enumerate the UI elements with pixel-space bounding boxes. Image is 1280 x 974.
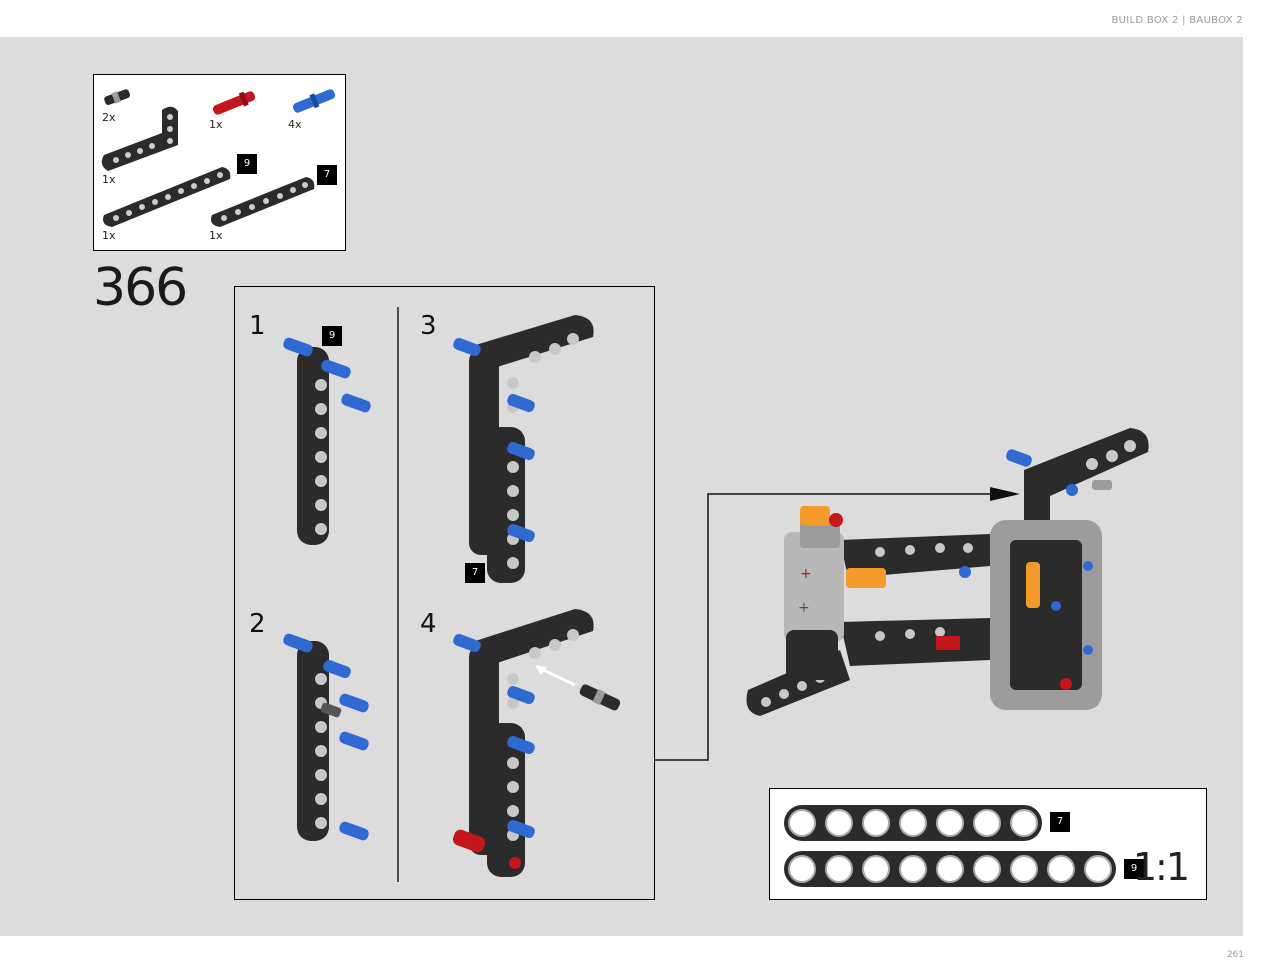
part-qty: 4x xyxy=(288,118,302,131)
beam-9-part xyxy=(103,167,231,227)
scale-beam-9 xyxy=(784,851,1116,887)
substep-3-assembly xyxy=(453,315,594,583)
svg-text:+: + xyxy=(800,566,812,582)
part-qty: 1x xyxy=(209,118,223,131)
page-number: 261 xyxy=(1226,950,1244,960)
substep-illustrations xyxy=(283,307,621,882)
scale-beams xyxy=(784,805,1116,887)
substep-panel: 1 9 2 3 7 4 xyxy=(234,286,655,900)
length-tag: 7 xyxy=(1050,812,1070,832)
part-qty: 1x xyxy=(102,229,116,242)
length-tag: 9 xyxy=(1124,859,1144,879)
scale-reference-panel: 7 9 1:1 xyxy=(769,788,1207,900)
blue-pin-part xyxy=(292,89,336,113)
length-tag: 7 xyxy=(317,165,337,185)
length-tag: 9 xyxy=(322,326,342,346)
header-title: BUILD BOX 2 | BAUBOX 2 xyxy=(1111,15,1243,26)
red-pin-part xyxy=(212,91,256,115)
substep-2-assembly xyxy=(283,633,369,841)
gray-connector-insert xyxy=(579,684,621,711)
part-qty: 1x xyxy=(102,173,116,186)
part-qty: 2x xyxy=(102,111,116,124)
scale-ratio: 1:1 xyxy=(1132,845,1190,889)
parts-callout: 2x 1x 4x 1x 1x 1x 9 7 xyxy=(93,74,346,251)
length-tag: 7 xyxy=(465,563,485,583)
part-qty: 1x xyxy=(209,229,223,242)
connector-line xyxy=(655,493,1000,761)
beam-7-part xyxy=(211,177,315,227)
l-beam-part xyxy=(101,106,178,171)
connector-arrowhead xyxy=(990,487,1020,501)
parts-illustration xyxy=(101,89,336,227)
substep-label: 2 xyxy=(249,609,266,639)
substep-label: 1 xyxy=(249,311,266,341)
scale-beam-7 xyxy=(784,805,1042,841)
substep-4-assembly xyxy=(452,609,621,877)
step-number: 366 xyxy=(93,258,188,318)
length-tag: 9 xyxy=(237,154,257,174)
svg-text:+: + xyxy=(798,600,810,616)
substep-label: 4 xyxy=(420,609,437,639)
substep-label: 3 xyxy=(420,311,437,341)
gray-connector-part xyxy=(104,89,131,105)
substep-1-assembly xyxy=(283,337,371,545)
